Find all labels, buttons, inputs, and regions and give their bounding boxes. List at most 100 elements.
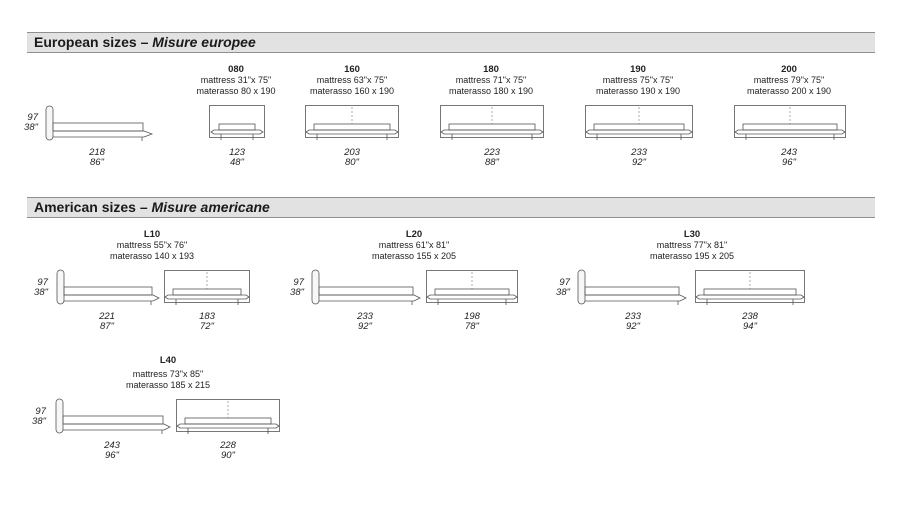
base-shape — [305, 129, 399, 135]
base-shape — [695, 294, 805, 300]
mattress-cm: materasso 140 x 193 — [109, 251, 195, 261]
side-length-cm: 221 — [99, 311, 115, 322]
frame-shape — [53, 130, 154, 138]
mattress-inches: mattress 79"x 75" — [753, 75, 825, 85]
mattress-shape — [313, 123, 391, 131]
headboard-frame — [426, 270, 518, 303]
side-height-in: 38" — [290, 287, 304, 298]
mattress-inches: mattress 75"x 75" — [602, 75, 674, 85]
mattress-shape — [52, 122, 144, 132]
base-shape — [426, 294, 518, 300]
side-height-cm: 97 — [37, 277, 48, 288]
size-code: 190 — [630, 64, 646, 75]
base-shape — [164, 294, 250, 300]
mattress-shape — [63, 286, 153, 296]
width-cm: 183 — [199, 311, 215, 322]
width-in: 96" — [782, 157, 796, 168]
heading-separator: – — [139, 199, 148, 215]
mattress-cm: materasso 185 x 215 — [125, 380, 211, 390]
side-height-cm: 97 — [293, 277, 304, 288]
mattress-inches: mattress 77"x 81" — [656, 240, 728, 250]
width-cm: 223 — [484, 147, 500, 158]
headboard-frame — [734, 105, 846, 138]
mattress-shape — [448, 123, 536, 131]
size-code: L30 — [683, 229, 701, 240]
mattress-shape — [584, 286, 680, 296]
headboard-frame — [440, 105, 544, 138]
side-height-in: 38" — [34, 287, 48, 298]
size-code: L20 — [405, 229, 423, 240]
base-shape — [585, 129, 693, 135]
headboard-frame — [164, 270, 250, 303]
side-height-cm: 97 — [559, 277, 570, 288]
front-view-l40 — [176, 399, 280, 434]
width-in: 94" — [743, 321, 757, 332]
side-view-drawing — [45, 105, 154, 141]
mattress-shape — [62, 415, 164, 425]
size-code: L40 — [159, 355, 177, 366]
headboard-shape — [55, 398, 64, 434]
width-cm: 123 — [229, 147, 245, 158]
headboard-shape — [56, 269, 65, 305]
headboard-shape — [45, 105, 54, 141]
width-in: 90" — [221, 450, 235, 461]
base-shape — [734, 129, 846, 135]
mattress-cm: materasso 200 x 190 — [746, 86, 832, 96]
heading-separator: – — [140, 34, 149, 50]
mattress-cm: materasso 180 x 190 — [448, 86, 534, 96]
mattress-cm: materasso 195 x 205 — [649, 251, 735, 261]
base-shape — [210, 129, 264, 135]
headboard-frame — [209, 105, 265, 138]
side-length-cm: 218 — [89, 147, 105, 158]
american-heading: American sizes — [34, 199, 136, 215]
width-cm: 203 — [344, 147, 360, 158]
side-length-in: 87" — [100, 321, 114, 332]
side-length-in: 86" — [90, 157, 104, 168]
side-length-cm: 243 — [104, 440, 120, 451]
front-view-l10 — [164, 270, 250, 305]
mattress-cm: materasso 80 x 190 — [196, 86, 276, 96]
side-view-l20 — [311, 269, 421, 305]
mattress-shape — [703, 288, 797, 296]
headboard-frame — [305, 105, 399, 138]
size-code: 160 — [344, 64, 360, 75]
front-view-180 — [440, 105, 544, 140]
width-cm: 243 — [781, 147, 797, 158]
mattress-inches: mattress 73"x 85" — [132, 369, 204, 379]
mattress-inches: mattress 63"x 75" — [316, 75, 388, 85]
frame-shape — [64, 294, 160, 302]
size-code: 180 — [483, 64, 499, 75]
european-heading-italian: Misure europee — [152, 34, 256, 50]
mattress-cm: materasso 190 x 190 — [595, 86, 681, 96]
base-shape — [176, 423, 280, 429]
mattress-cm: materasso 155 x 205 — [371, 251, 457, 261]
width-in: 92" — [632, 157, 646, 168]
side-length-cm: 233 — [357, 311, 373, 322]
side-height-in: 38" — [556, 287, 570, 298]
front-view-l30 — [695, 270, 805, 305]
side-length-in: 92" — [358, 321, 372, 332]
american-sizes-header: American sizes – Misure americane — [27, 197, 875, 218]
width-in: 88" — [485, 157, 499, 168]
side-length-in: 92" — [626, 321, 640, 332]
mattress-shape — [318, 286, 414, 296]
width-in: 48" — [230, 157, 244, 168]
side-length-cm: 233 — [625, 311, 641, 322]
side-view-l10 — [56, 269, 160, 305]
headboard-shape — [577, 269, 586, 305]
headboard-frame — [695, 270, 805, 303]
mattress-shape — [742, 123, 838, 131]
base-shape — [440, 129, 544, 135]
side-height-cm: 97 — [35, 406, 46, 417]
mattress-inches: mattress 31"x 75" — [200, 75, 272, 85]
side-view-l30 — [577, 269, 687, 305]
front-view-160 — [305, 105, 399, 140]
width-in: 78" — [465, 321, 479, 332]
front-view-080 — [209, 105, 265, 140]
front-view-l20 — [426, 270, 518, 305]
side-height-cm: 97 — [27, 112, 38, 123]
width-cm: 198 — [464, 311, 480, 322]
mattress-inches: mattress 71"x 75" — [455, 75, 527, 85]
width-cm: 228 — [220, 440, 236, 451]
mattress-shape — [184, 417, 272, 425]
